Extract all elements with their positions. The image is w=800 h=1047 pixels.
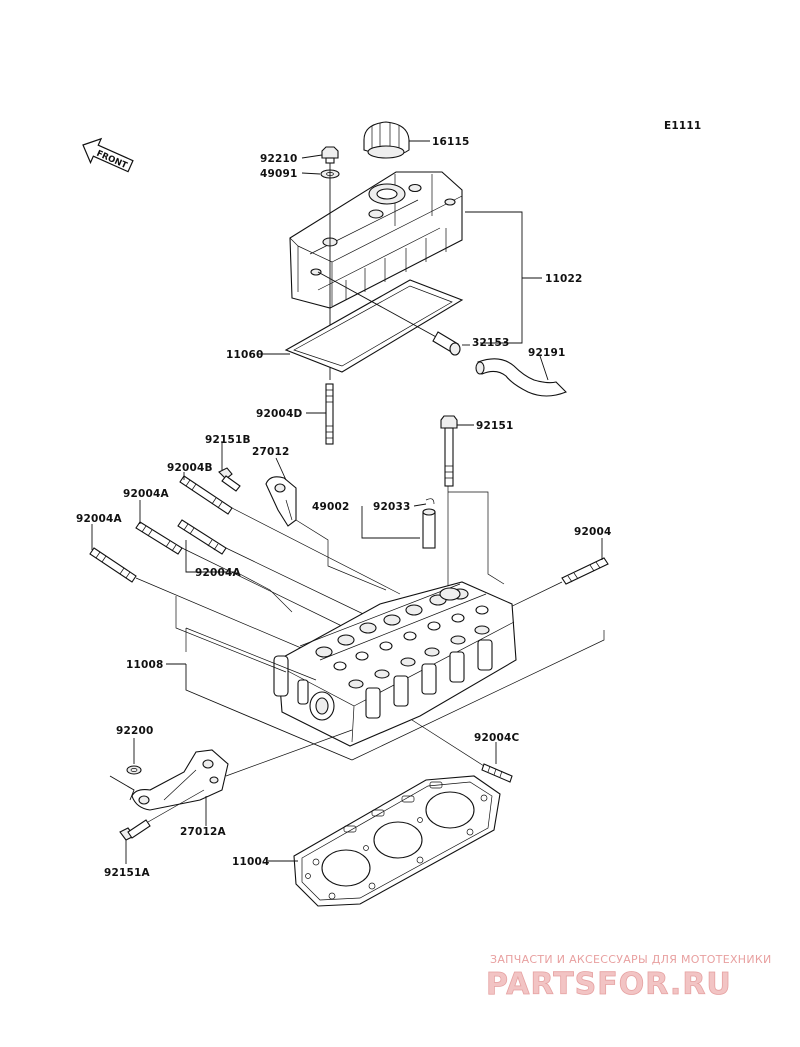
bracket-27012A — [131, 749, 229, 811]
label-92004B: 92004B — [167, 462, 213, 474]
watermark-tagline: ЗАПЧАСТИ И АКСЕССУАРЫ ДЛЯ МОТОТЕХНИКИ — [490, 953, 772, 966]
label-92004A-lower: 92004A — [76, 513, 123, 525]
stud-92004A-lower — [89, 547, 137, 583]
pipe-32153 — [432, 331, 461, 356]
label-92200: 92200 — [116, 725, 154, 737]
rocker-cover-gasket — [284, 279, 464, 373]
clip-92033 — [425, 498, 435, 505]
label-92210: 92210 — [260, 153, 298, 165]
cylinder-head-gasket — [293, 775, 501, 907]
label-92004D: 92004D — [256, 408, 303, 420]
label-27012: 27012 — [252, 446, 290, 458]
watermark-logo: PARTSFOR.RU — [486, 967, 732, 1002]
breather-hose-92191 — [475, 358, 567, 397]
stud-92004A-upper — [135, 521, 183, 555]
label-11004: 11004 — [232, 856, 270, 868]
bolt-92210 — [321, 146, 339, 164]
label-92191: 92191 — [528, 347, 566, 359]
washer-92200 — [126, 765, 142, 775]
label-11022: 11022 — [545, 273, 583, 285]
front-arrow-icon: FRONT — [82, 137, 134, 173]
stud-92004C — [481, 763, 513, 783]
diagram-code: E1111 — [664, 120, 701, 132]
label-92151A: 92151A — [104, 867, 151, 879]
label-11008: 11008 — [126, 659, 164, 671]
label-27012A: 27012A — [180, 826, 227, 838]
pin-49002 — [422, 508, 436, 549]
label-49002: 49002 — [312, 501, 350, 513]
label-49091: 49091 — [260, 168, 298, 180]
bolt-92151 — [440, 415, 458, 487]
stud-92004 — [561, 557, 609, 585]
label-92004A-upper: 92004A — [123, 488, 170, 500]
stud-92004A-middle — [177, 519, 227, 555]
label-92004C: 92004C — [474, 732, 520, 744]
label-92004: 92004 — [574, 526, 612, 538]
stud-92004D — [325, 383, 334, 445]
label-92033: 92033 — [373, 501, 411, 513]
bracket-27012 — [265, 476, 297, 527]
oil-filler-cap — [363, 121, 410, 159]
label-32153: 32153 — [472, 337, 510, 349]
label-11060: 11060 — [226, 349, 264, 361]
label-92151B: 92151B — [205, 434, 251, 446]
rocker-cover — [289, 171, 463, 309]
bolt-92151A — [119, 819, 151, 841]
stud-92004B — [179, 475, 233, 515]
label-16115: 16115 — [432, 136, 470, 148]
cylinder-head — [273, 581, 517, 747]
label-92004A-middle: 92004A — [195, 567, 242, 579]
label-92151: 92151 — [476, 420, 514, 432]
bolt-92151B — [218, 467, 241, 492]
